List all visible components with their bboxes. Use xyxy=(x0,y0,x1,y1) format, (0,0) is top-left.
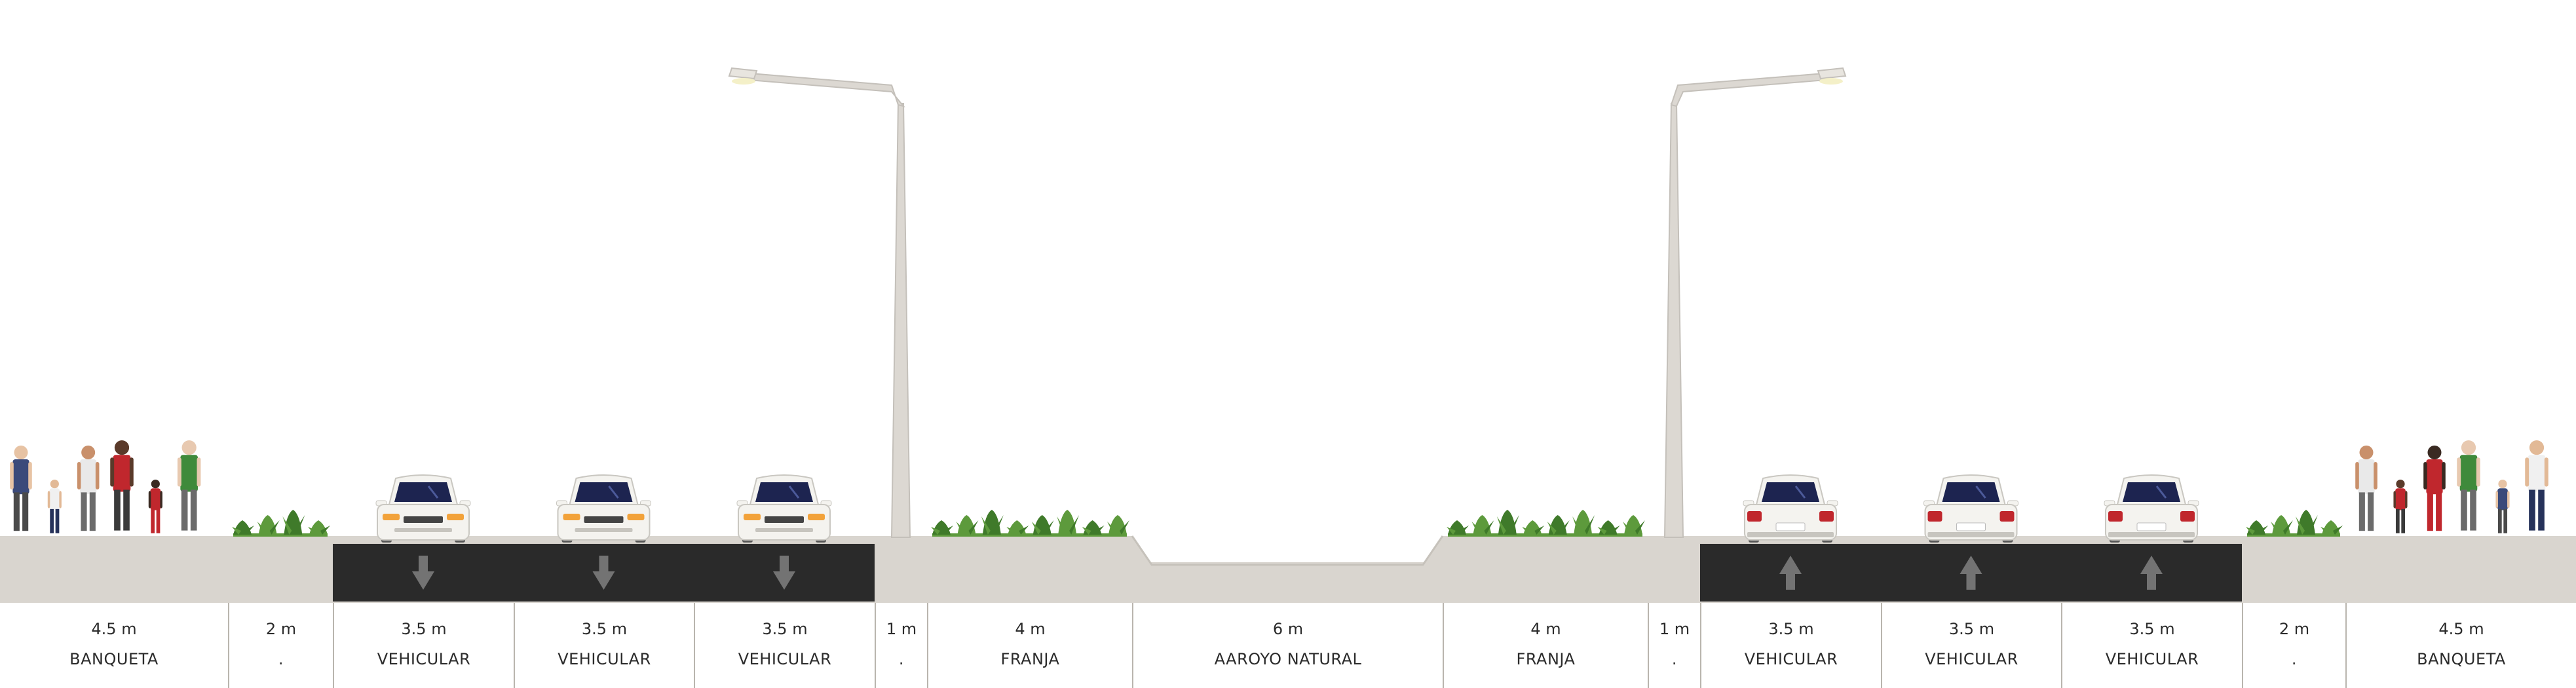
segment-name: BANQUETA xyxy=(2417,650,2506,668)
ground-layer xyxy=(0,535,2576,603)
shrub-icon xyxy=(1447,510,1645,537)
pedestrian-icon xyxy=(2355,446,2377,531)
shrub-icon xyxy=(931,510,1129,537)
segment-name: FRANJA xyxy=(1516,650,1576,668)
segment-width: 6 m xyxy=(1272,620,1304,638)
segment-width: 3.5 m xyxy=(1768,620,1814,638)
pedestrian-icon xyxy=(148,480,162,533)
segment-label-13: 3.5 m VEHICULAR xyxy=(2061,603,2242,688)
pedestrian-icon xyxy=(77,446,100,531)
street-lamp-icon xyxy=(1663,67,1847,538)
segment-label-6: 1 m. xyxy=(875,603,927,688)
segment-label-1: 4.5 m BANQUETA xyxy=(0,603,228,688)
segment-width: 3.5 m xyxy=(762,620,808,638)
segment-width: 3.5 m xyxy=(2129,620,2175,638)
pedestrian-icon xyxy=(10,446,32,531)
segment-name: VEHICULAR xyxy=(558,650,651,668)
segment-name: VEHICULAR xyxy=(738,650,832,668)
lane-arrow-icon xyxy=(1779,556,1802,590)
car-icon xyxy=(1743,474,1838,543)
segment-width: 4.5 m xyxy=(91,620,137,638)
segment-label-2: 2 m. xyxy=(228,603,333,688)
car-icon xyxy=(375,474,471,543)
car-icon xyxy=(2104,474,2199,543)
lane-arrow-icon xyxy=(592,556,615,590)
pedestrian-icon xyxy=(47,480,62,533)
street-section-drawing xyxy=(0,67,2576,603)
lamps-layer xyxy=(728,67,1847,538)
pedestrian-icon xyxy=(2423,446,2446,531)
segment-width: 1 m xyxy=(1659,620,1690,638)
objects-layer xyxy=(10,440,2548,590)
segment-label-10: 1 m. xyxy=(1648,603,1700,688)
street-lamp-icon xyxy=(728,67,911,538)
segment-width: 2 m xyxy=(2279,620,2310,638)
segment-width: 4.5 m xyxy=(2438,620,2484,638)
segment-width: 2 m xyxy=(265,620,297,638)
car-icon xyxy=(556,474,651,543)
car-icon xyxy=(736,474,832,543)
segment-labels: 4.5 m BANQUETA 2 m. 3.5 m VEHICULAR 3.5 m VEHI… xyxy=(0,603,2576,688)
channel-bed xyxy=(1132,536,1443,603)
lane-arrow-icon xyxy=(1960,556,1982,590)
shrub-icon xyxy=(232,510,330,537)
segment-name: . xyxy=(898,650,905,668)
lane-arrow-icon xyxy=(412,556,434,590)
pedestrian-icon xyxy=(110,440,134,531)
segment-label-12: 3.5 m VEHICULAR xyxy=(1881,603,2061,688)
segment-width: 4 m xyxy=(1015,620,1046,638)
segment-width: 4 m xyxy=(1530,620,1561,638)
segment-name: . xyxy=(278,650,284,668)
segment-label-4: 3.5 m VEHICULAR xyxy=(514,603,694,688)
segment-label-14: 2 m. xyxy=(2242,603,2345,688)
pedestrian-icon xyxy=(2393,480,2408,533)
segment-name: FRANJA xyxy=(1000,650,1060,668)
segment-label-3: 3.5 m VEHICULAR xyxy=(333,603,514,688)
pedestrian-icon xyxy=(2525,440,2548,531)
segment-label-11: 3.5 m VEHICULAR xyxy=(1700,603,1881,688)
segment-width: 1 m xyxy=(886,620,917,638)
segment-name: BANQUETA xyxy=(69,650,159,668)
segment-name: VEHICULAR xyxy=(1744,650,1838,668)
segment-label-7: 4 m FRANJA xyxy=(927,603,1132,688)
segment-label-8: 6 m AAROYO NATURAL xyxy=(1132,603,1443,688)
lane-arrow-icon xyxy=(773,556,795,590)
segment-label-15: 4.5 m BANQUETA xyxy=(2345,603,2576,688)
segment-name: . xyxy=(2291,650,2298,668)
pedestrian-icon xyxy=(177,440,201,531)
segment-width: 3.5 m xyxy=(401,620,447,638)
lane-arrow-icon xyxy=(2140,556,2163,590)
segment-name: . xyxy=(1671,650,1678,668)
segment-label-5: 3.5 m VEHICULAR xyxy=(694,603,875,688)
channel-cut xyxy=(1132,536,1443,562)
pedestrian-icon xyxy=(2457,440,2480,531)
segment-width: 3.5 m xyxy=(1948,620,1995,638)
segment-name: AAROYO NATURAL xyxy=(1214,650,1362,668)
segment-name: VEHICULAR xyxy=(1925,650,2018,668)
segment-width: 3.5 m xyxy=(581,620,628,638)
segment-label-9: 4 m FRANJA xyxy=(1443,603,1648,688)
segment-name: VEHICULAR xyxy=(2105,650,2199,668)
segment-name: VEHICULAR xyxy=(377,650,471,668)
shrub-icon xyxy=(2246,510,2343,537)
pedestrian-icon xyxy=(2495,480,2510,533)
car-icon xyxy=(1923,474,2018,543)
